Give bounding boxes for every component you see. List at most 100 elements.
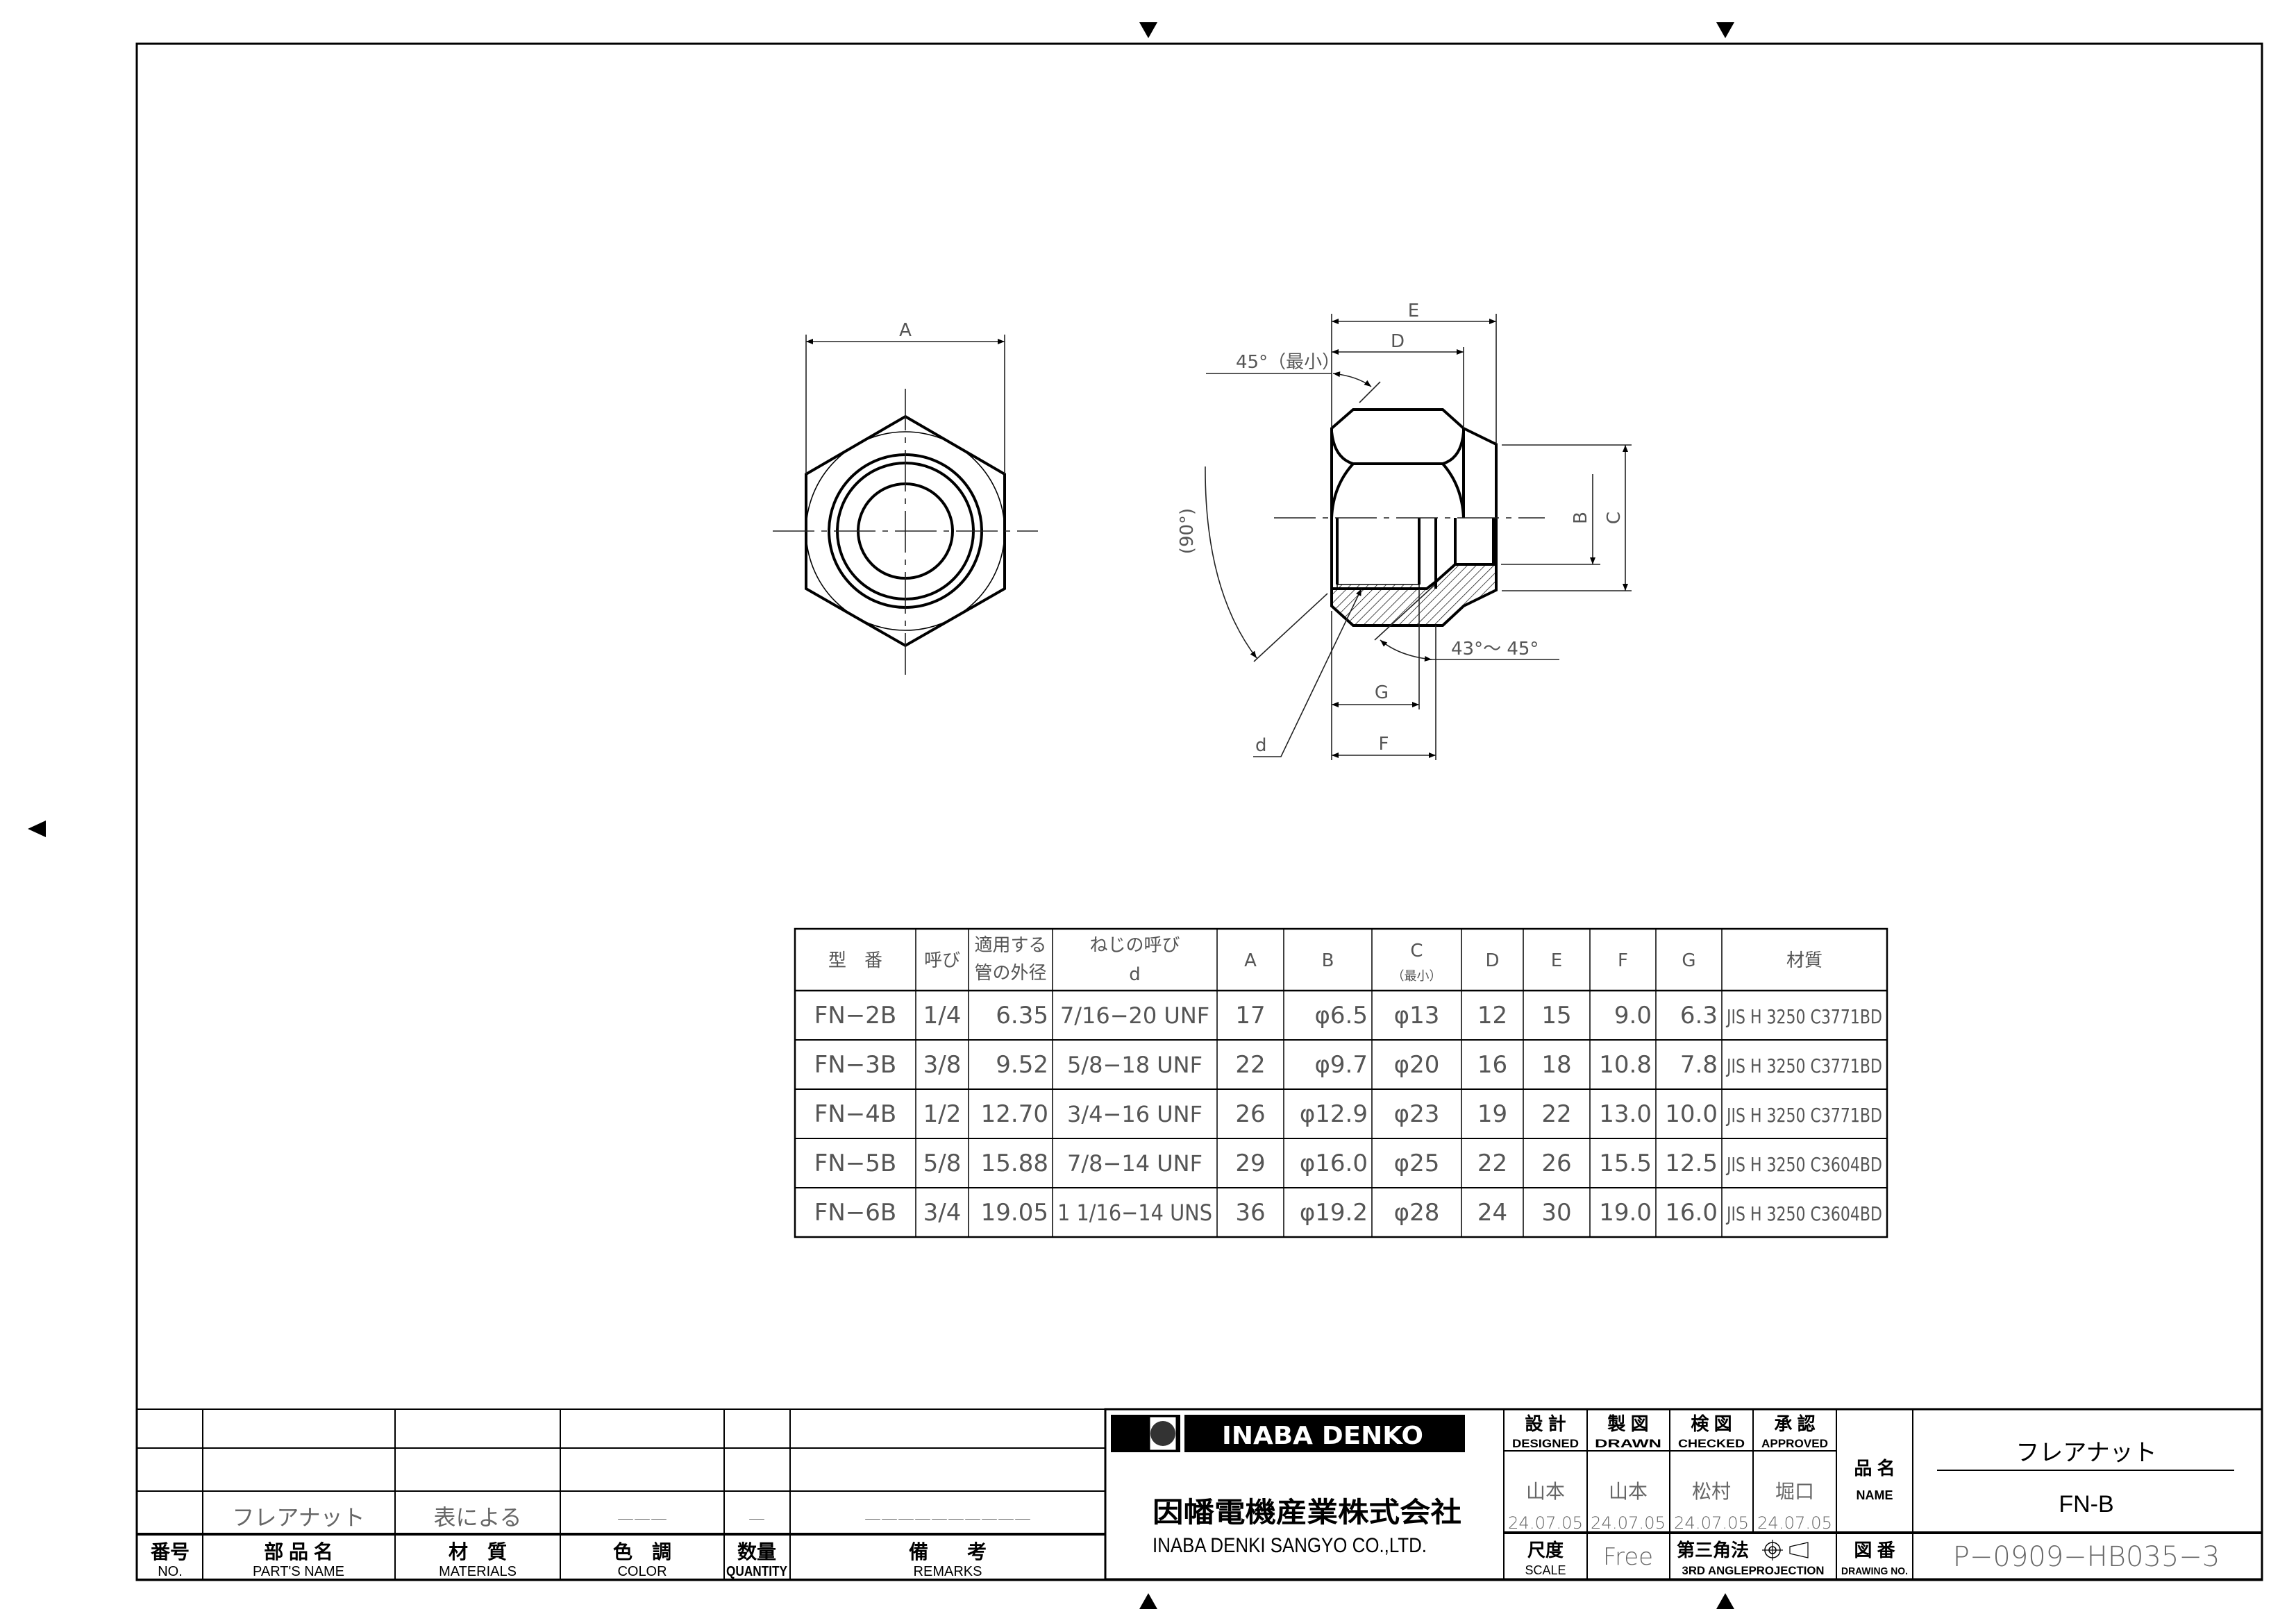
table-header-D: D [1485, 950, 1499, 971]
table-cell: 15.5 [1599, 1150, 1652, 1177]
company-name-en: INABA DENKI SANGYO CO.,LTD. [1153, 1534, 1427, 1557]
table-cell: 1/2 [923, 1100, 962, 1128]
section-hatch [1330, 563, 1498, 627]
role-label-en: APPROVED [1761, 1437, 1828, 1450]
table-cell: 5/8−18 UNF [1067, 1052, 1203, 1078]
table-cell: φ16.0 [1300, 1150, 1368, 1177]
parts-header-en: NO. [158, 1564, 183, 1579]
table-header-C-note: （最小） [1392, 969, 1442, 984]
table-cell: φ23 [1394, 1100, 1440, 1128]
sheet-border [135, 42, 2263, 1581]
table-cell: JIS H 3250 C3771BD [1725, 1005, 1882, 1028]
table-cell: 15.88 [981, 1150, 1048, 1177]
role-label-en: DESIGNED [1512, 1437, 1579, 1450]
part-remarks: —————————— [864, 1508, 1031, 1528]
table-cell: 7/8−14 UNF [1067, 1150, 1203, 1177]
scale-value: Free [1603, 1543, 1653, 1571]
table-header-material: 材質 [1786, 950, 1822, 971]
parts-header-en: PART'S NAME [253, 1564, 344, 1579]
table-cell: φ20 [1394, 1051, 1440, 1079]
table-cell: 7.8 [1680, 1051, 1718, 1079]
role-label-en: CHECKED [1678, 1437, 1745, 1450]
table-cell: 1/4 [923, 1002, 962, 1029]
table-cell: 3/4 [923, 1199, 962, 1227]
product-model: FN-B [2059, 1491, 2113, 1517]
parts-header-jp: 備 考 [909, 1541, 987, 1563]
table-header-E: E [1551, 950, 1562, 971]
table-cell: 13.0 [1599, 1100, 1652, 1128]
table-header-A: A [1244, 950, 1257, 971]
table-cell: φ19.2 [1300, 1199, 1368, 1227]
parts-header-en: MATERIALS [439, 1564, 517, 1579]
dim-F-label: F [1379, 734, 1389, 755]
product-name: フレアナット [2016, 1440, 2156, 1466]
role-date: 24.07.05 [1508, 1513, 1583, 1533]
table-cell: 10.0 [1665, 1100, 1718, 1128]
table-cell: φ28 [1394, 1199, 1440, 1227]
table-cell: 22 [1235, 1051, 1265, 1079]
table-cell: φ25 [1394, 1150, 1440, 1177]
table-cell: JIS H 3250 C3771BD [1725, 1054, 1882, 1077]
table-cell: 30 [1541, 1199, 1571, 1227]
angle-bottom-arc [1380, 639, 1432, 662]
role-name: 山本 [1526, 1480, 1565, 1503]
dim-B-label: B [1570, 512, 1591, 524]
angle-top-arc [1332, 371, 1372, 387]
role-name: 松村 [1692, 1480, 1731, 1503]
dim-A-label: A [899, 320, 912, 341]
table-cell: 18 [1541, 1051, 1571, 1079]
table-cell: 17 [1235, 1002, 1265, 1029]
table-cell: φ9.7 [1315, 1051, 1368, 1079]
table-cell: 19.0 [1599, 1199, 1652, 1227]
table-cell: 24 [1477, 1199, 1507, 1227]
table-cell: JIS H 3250 C3604BD [1725, 1202, 1882, 1225]
scale-label-jp: 尺度 [1527, 1540, 1564, 1561]
table-cell: FN−4B [814, 1100, 896, 1128]
table-header-thread-2: d [1129, 964, 1141, 985]
angle-bottom-label: 43°～ 45° [1451, 639, 1539, 659]
table-header-model: 型 番 [828, 950, 882, 971]
table-header-C: C [1410, 941, 1423, 961]
logo-mark-icon [1150, 1421, 1175, 1446]
table-cell: 3/4−16 UNF [1067, 1101, 1203, 1127]
angle-bottom-ref [1374, 585, 1435, 641]
parts-header-jp: 材 質 [449, 1541, 507, 1563]
center-mark-top-left [1139, 22, 1157, 38]
dim-D-label: D [1391, 331, 1405, 352]
table-cell: 26 [1541, 1150, 1571, 1177]
projection-label-jp: 第三角法 [1677, 1540, 1749, 1561]
role-date: 24.07.05 [1757, 1513, 1832, 1533]
table-cell: FN−3B [814, 1051, 896, 1079]
table-header-pipe-od_1: 適用する [974, 935, 1046, 956]
logo-text: INABA DENKO [1222, 1422, 1423, 1450]
name-label-en: NAME [1857, 1488, 1893, 1502]
table-cell: JIS H 3250 C3604BD [1725, 1153, 1882, 1176]
parts-header-jp: 色 調 [613, 1540, 671, 1563]
table-header-pipe-od_2: 管の外径 [974, 963, 1046, 984]
table-cell: 6.35 [996, 1002, 1048, 1029]
hex-face-lens [1330, 431, 1465, 465]
role-label-en: DRAWN [1595, 1437, 1661, 1450]
center-mark-top-right [1716, 22, 1734, 38]
table-cell: JIS H 3250 C3771BD [1725, 1104, 1882, 1127]
thread-d-leader [1253, 588, 1362, 757]
table-header-F: F [1618, 950, 1628, 971]
table-cell: 9.52 [996, 1051, 1048, 1079]
center-mark-bottom-right [1716, 1593, 1734, 1609]
angle-top-ref [1359, 381, 1381, 403]
parts-header-jp: 番号 [151, 1541, 190, 1563]
table-cell: 7/16−20 UNF [1060, 1002, 1209, 1029]
angle-left-arc [1205, 466, 1257, 659]
parts-header-en: COLOR [617, 1564, 667, 1579]
table-cell: 16.0 [1665, 1199, 1718, 1227]
drawing-no-label-en: DRAWING NO. [1841, 1565, 1908, 1577]
part-quantity: — [748, 1508, 765, 1528]
angle-left-label: (90°) [1177, 508, 1198, 554]
thread-d-label: d [1255, 735, 1267, 756]
table-cell: FN−6B [814, 1199, 896, 1227]
table-cell: 26 [1235, 1100, 1265, 1128]
table-cell: φ6.5 [1315, 1002, 1368, 1029]
table-cell: 5/8 [923, 1150, 962, 1177]
